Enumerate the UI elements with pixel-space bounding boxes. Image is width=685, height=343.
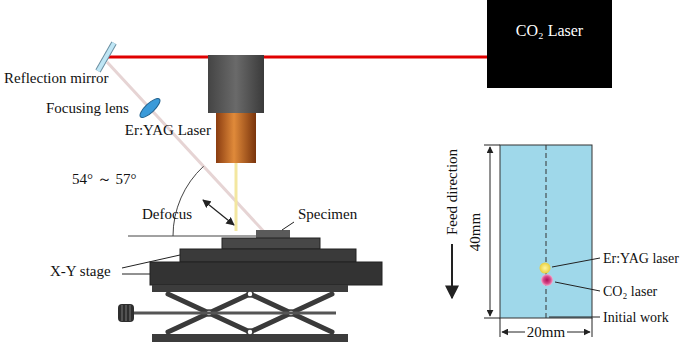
part-label: Initial work [603, 309, 669, 326]
stage-plate [180, 249, 356, 262]
focusing-lens [137, 96, 162, 120]
laser-nozzle [216, 113, 256, 163]
leader-line [549, 317, 600, 318]
specimen [256, 230, 290, 238]
co2-spot [541, 274, 553, 286]
leader-line [122, 274, 150, 275]
dimension-label: 20mm [525, 324, 567, 341]
leader-line [282, 222, 294, 230]
co2-beam [108, 56, 487, 59]
part-label: Focusing lens [46, 100, 129, 117]
laser-head [208, 55, 264, 113]
extension-line [484, 318, 500, 319]
angle-label: 54° ～ 57° [70, 171, 139, 188]
knob-ridges [122, 305, 130, 321]
dimension-label: 40mm [467, 211, 484, 253]
angle-arc [173, 166, 204, 236]
extension-line [500, 318, 501, 337]
dimension-line [490, 147, 491, 316]
leader-line [555, 282, 600, 291]
defocus-arrow [203, 200, 234, 225]
part-label: Reflection mirror [4, 70, 109, 87]
specimen-plan [500, 145, 592, 318]
part-label: CO₂ laser [603, 283, 657, 300]
crank-knob [118, 304, 134, 322]
node-label: CO₂ Laser [516, 22, 583, 40]
leader-line [122, 255, 180, 268]
extension-line [592, 318, 593, 337]
laser-box: CO₂ Laser [487, 0, 612, 88]
part-label: Er:YAG Laser [125, 122, 211, 139]
eryag-spot [540, 263, 551, 274]
part-label: X-Y stage [50, 263, 111, 280]
part-label: Er:YAG laser [603, 250, 679, 267]
part-label: Specimen [298, 206, 357, 223]
extension-line [484, 145, 500, 146]
feed-arrow [451, 244, 453, 298]
stage-plate [222, 238, 320, 249]
scan-path [546, 145, 547, 318]
direction-label: Feed direction [444, 147, 461, 237]
reference-line [128, 236, 262, 237]
leader-line [552, 258, 600, 267]
stage-base [150, 262, 382, 285]
lead-screw [132, 312, 336, 315]
eryag-beam [235, 163, 238, 231]
part-label: Defocus [142, 206, 192, 223]
